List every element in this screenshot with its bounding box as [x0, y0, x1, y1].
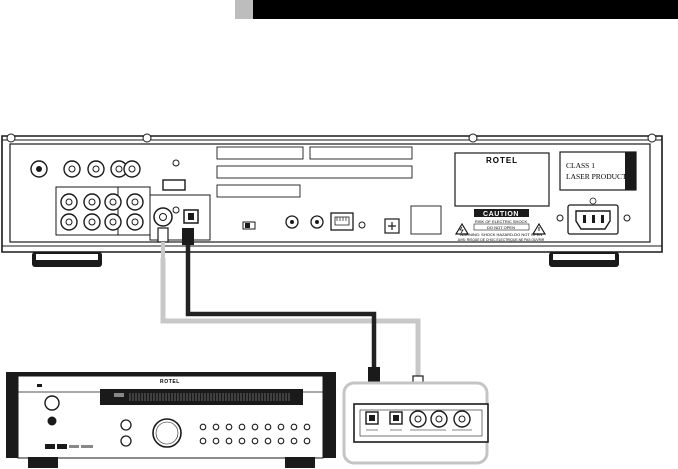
caution-line1: RISK OF ELECTRIC SHOCK: [475, 219, 528, 224]
screw-icon: [6, 133, 16, 143]
small-knob[interactable]: [120, 435, 132, 447]
small-knob[interactable]: [120, 419, 132, 431]
screw-icon: [647, 133, 657, 143]
brand-logo: ROTEL: [486, 156, 518, 165]
header-bar: [235, 0, 678, 19]
label-blank: [410, 205, 442, 235]
caution-label: CAUTION RISK OF ELECTRIC SHOCK DO NOT OP…: [454, 209, 547, 242]
label-blank: [309, 146, 413, 160]
input-buttons[interactable]: [199, 423, 311, 445]
caution-line2: DO NOT OPEN: [487, 225, 515, 230]
caution-title: CAUTION: [483, 211, 519, 218]
dts-logo-icon: [57, 444, 67, 449]
processor-foot-right: [285, 457, 315, 468]
player-rear-panel: ROTEL CLASS 1 LASER PRODUCT CAUTION RISK…: [1, 133, 663, 267]
label-blank: [216, 184, 301, 198]
processor-foot-left: [28, 457, 58, 468]
ir-sensor-icon: [47, 416, 57, 426]
front-display: [100, 389, 303, 405]
brand-plate: [454, 152, 550, 207]
lightning-warning-icon: [454, 222, 470, 235]
model-badge: [81, 445, 93, 448]
label-blank: [216, 165, 413, 179]
ac-power-inlet: [556, 197, 631, 235]
video-outputs: [30, 159, 186, 191]
caution-warning2: AVIS: RISQUE DE CHOC ELECTRIQUE-NE PAS O…: [458, 238, 545, 242]
screw-icon: [142, 133, 152, 143]
header-tab: [235, 0, 253, 19]
label-blank: [216, 146, 304, 160]
processor-brand-logo: ROTEL: [160, 379, 180, 385]
display-segments: [129, 393, 290, 401]
processor-digital-inputs-callout: [342, 381, 489, 465]
screw-icon: [556, 214, 564, 222]
laser-label-line1: CLASS 1: [566, 161, 595, 170]
caution-warning1: WARNING: SHOCK HAZARD-DO NOT OPEN: [460, 232, 543, 237]
ethernet-port-icon: [330, 212, 354, 231]
screw-icon: [623, 214, 631, 222]
hdmi-port-icon: [162, 179, 186, 191]
dolby-logo-icon: [45, 444, 55, 449]
processor-front-panel: ROTEL: [6, 372, 336, 468]
thx-logo-icon: [69, 445, 79, 448]
header-black-band: [253, 0, 678, 19]
power-button[interactable]: [44, 395, 60, 411]
volume-knob[interactable]: [152, 418, 182, 448]
screw-icon: [468, 133, 478, 143]
optical-plug-icon: [182, 228, 194, 245]
digital-outputs: [149, 194, 211, 241]
laser-label: [559, 151, 637, 191]
coaxial-plug-icon: [157, 227, 169, 243]
laser-label-line2: LASER PRODUCT: [566, 172, 627, 181]
analog-audio-outputs: [55, 186, 151, 236]
